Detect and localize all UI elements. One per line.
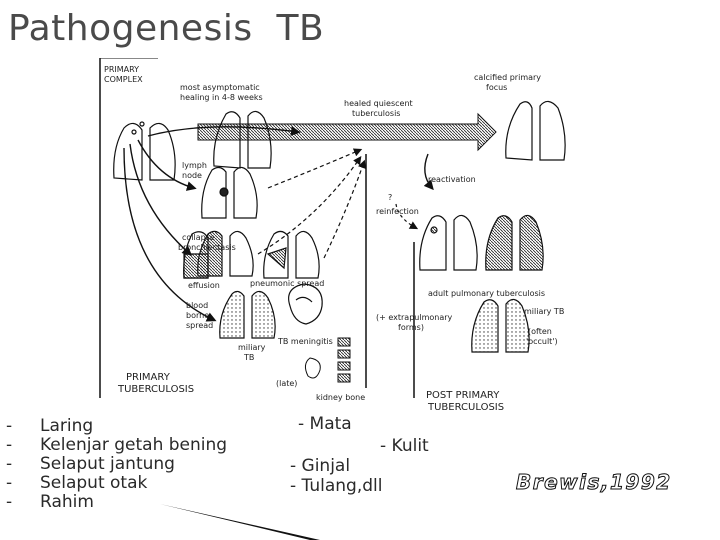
lung-pneumonic: [263, 230, 320, 279]
extrapulmonary-1: (+ extrapulmonary: [376, 313, 453, 322]
miliary-left-2: TB: [243, 353, 254, 362]
kidney-bone-label: kidney bone: [316, 393, 365, 402]
list-item: Rahim: [4, 493, 227, 512]
blood-label-2: borne: [186, 311, 209, 320]
site-kulit: - Kulit: [380, 436, 429, 456]
lung-calcified: [505, 100, 566, 161]
site-ginjal: - Ginjal: [290, 456, 351, 476]
citation-brewis: Brewis,1992: [516, 470, 672, 495]
tb-meningitis-label: TB meningitis: [277, 337, 333, 346]
arrow-reactivation: [423, 153, 434, 191]
arrow-collapse-to-healed: [257, 156, 362, 255]
primary-complex-label-1: PRIMARY: [104, 65, 139, 74]
calcified-label-1: calcified primary: [474, 73, 541, 82]
healed-label-1: healed quiescent: [344, 99, 413, 108]
miliary-right-1: miliary TB: [524, 307, 564, 316]
lung-primary-complex: [113, 121, 176, 181]
post-primary-label-1: POST PRIMARY: [426, 390, 500, 401]
healed-label-2: tuberculosis: [352, 109, 400, 118]
lung-lymph-node: [201, 166, 258, 219]
spine-icon: [337, 337, 351, 383]
reinfection-label: reinfection: [376, 207, 419, 216]
miliary-right-3: 'occult'): [526, 337, 558, 346]
arrow-to-lymph: [137, 139, 197, 191]
effusion-label: effusion: [188, 281, 220, 290]
list-item: Selaput otak: [4, 474, 227, 493]
pneumonic-label: pneumonic spread: [250, 279, 324, 288]
primary-tb-label-1: PRIMARY: [126, 372, 171, 383]
lung-miliary-right: [471, 298, 530, 353]
head-meningitis: [288, 283, 323, 325]
list-item: Kelenjar getah bening: [4, 436, 227, 455]
primary-complex-label-2: COMPLEX: [104, 75, 143, 84]
asymptomatic-label-1: most asymptomatic: [180, 83, 260, 92]
decorative-swoosh: [160, 504, 320, 540]
extrapulmonary-2: forms): [398, 323, 424, 332]
lung-adult-2: [485, 214, 544, 271]
adult-pulmonary-label: adult pulmonary tuberculosis: [428, 289, 545, 298]
blood-label-3: spread: [186, 321, 213, 330]
lung-miliary-left: [219, 290, 276, 339]
list-item: Selaput jantung: [4, 455, 227, 474]
site-tulang: - Tulang,dll: [290, 476, 383, 496]
miliary-left-1: miliary: [238, 343, 266, 352]
blood-label-1: blood: [186, 301, 208, 310]
kidney-icon: [304, 357, 321, 379]
reinfection-q: ?: [388, 193, 392, 202]
miliary-right-2: (often: [528, 327, 552, 336]
collapse-label-1: collapse: [182, 233, 215, 242]
arrow-to-miliary: [123, 147, 217, 322]
post-primary-label-2: TUBERCULOSIS: [427, 402, 504, 413]
lymph-label-1: lymph: [182, 161, 207, 170]
primary-tb-label-2: TUBERCULOSIS: [117, 384, 194, 395]
calcified-label-2: focus: [486, 83, 507, 92]
pathogenesis-diagram: PRIMARY COMPLEX most asymptomatic healin…: [98, 58, 580, 422]
arrow-lymph-to-healed: [267, 148, 363, 189]
arrow-pneumonic-to-healed: [323, 159, 366, 259]
list-item: Laring: [4, 417, 227, 436]
healing-arrow: [197, 112, 497, 152]
arrow-reinfection: [395, 203, 419, 230]
page-title: Pathogenesis TB: [8, 8, 325, 49]
arrow-to-collapse: [129, 143, 193, 256]
collapse-label-2: bronchiectasis: [178, 243, 236, 252]
site-mata: - Mata: [298, 414, 352, 434]
arrow-primary-to-healing: [147, 126, 301, 137]
reactivation-label: reactivation: [428, 175, 476, 184]
late-label: (late): [276, 379, 297, 388]
asymptomatic-label-2: healing in 4-8 weeks: [180, 93, 263, 102]
extrapulmonary-site-list: Laring Kelenjar getah bening Selaput jan…: [4, 417, 227, 512]
lung-adult-1: [419, 214, 478, 271]
lymph-label-2: node: [182, 171, 202, 180]
